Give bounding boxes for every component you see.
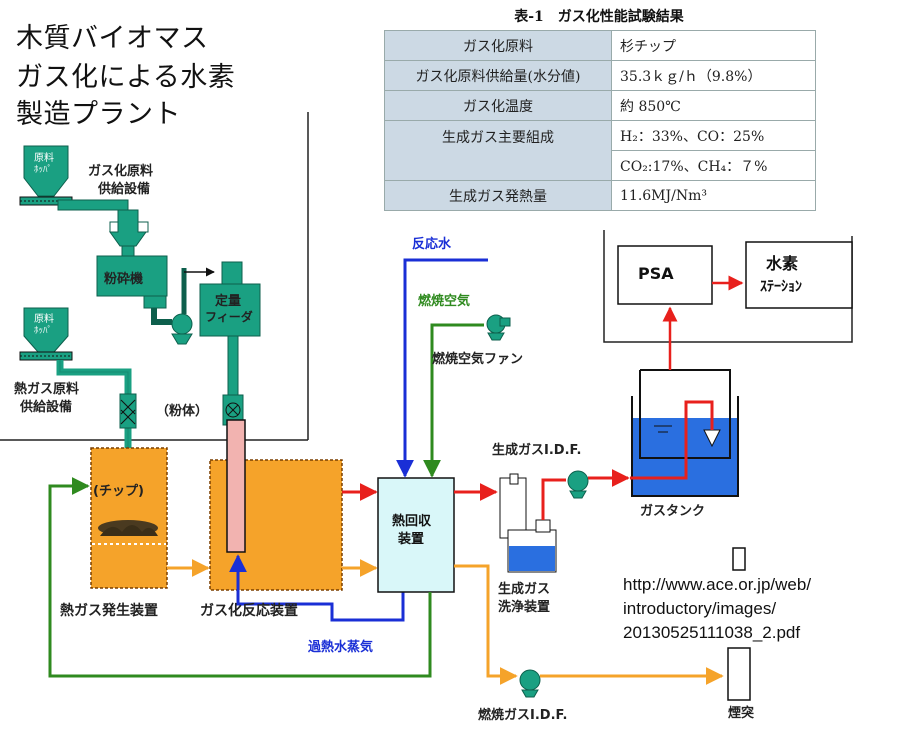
scrubber-label-2: 洗浄装置 [498,600,551,615]
combustion-air-label: 燃焼空気 [418,294,471,309]
hopper-1 [19,145,73,206]
hot-gas-supply-label-1: 熱ガス原料 [14,382,80,397]
table-key: 生成ガス発熱量 [384,180,612,211]
crusher-outlet [143,295,167,309]
source-url-line: introductory/images/ [623,599,777,618]
performance-table: ガス化原料 杉チップ ガス化原料供給量(水分値) 35.3ｋｇ/ｈ（9.8%） … [384,30,816,211]
reaction-water-label: 反応水 [412,237,452,252]
hopper-2 [19,307,73,361]
reaction-water-line [396,258,488,478]
table-key: ガス化原料 [384,30,612,61]
gas-tank-label: ガスタンク [640,504,706,519]
psa-label: PSA [638,264,674,283]
powder-label: （粉体） [156,404,209,419]
hot-gas-feed-valve [119,393,137,429]
table-caption: 表-1 ガス化性能試験結果 [514,9,684,25]
table-value: 35.3ｋｇ/ｈ（9.8%） [611,60,816,91]
table-row: 生成ガス主要組成 H₂：33%、CO：25% [384,120,816,181]
hot-gas-generator [90,447,168,589]
table-value: CO₂:17%、CH₄：７% [611,150,816,181]
table-row: ガス化温度 約 850℃ [384,90,816,121]
psa-box [617,245,713,305]
crusher-label: 粉砕機 [104,272,144,287]
title-line-1: 木質バイオマス [16,23,209,54]
crusher-inlet [109,209,147,247]
hydrogen-station-label-1: 水素 [766,254,799,273]
feed-supply-label-2: 供給設備 [98,182,151,197]
table-value: H₂：33%、CO：25% [611,120,816,151]
flue-gas-line [454,564,518,685]
product-gas-idf-label: 生成ガスI.D.F. [492,443,582,458]
recycle-loop [48,477,432,678]
feeder-label-1: 定量 [215,294,242,309]
source-url: http://www.ace.or.jp/web/ introductory/i… [623,573,811,645]
table-key: ガス化温度 [384,90,612,121]
chip-label: (チップ) [93,484,144,499]
superheated-steam-line [229,554,405,622]
hot-gas-generator-label: 熱ガス発生装置 [60,603,158,619]
crusher-box [96,255,168,297]
flue-gas-idf-label: 燃焼ガスI.D.F. [478,708,568,723]
title-line-2: ガス化による水素 [16,62,236,93]
table-value: 11.6MJ/Nm³ [611,180,816,211]
hydrogen-station-label-2: ｽﾃｰｼｮﾝ [760,279,802,295]
gas-scrubber [499,473,557,573]
quantitative-feeder [199,261,261,426]
heat-recovery-label-1: 熱回収 [392,514,432,529]
chimney-label: 煙突 [728,706,755,721]
feed-conveyor-1 [57,199,129,211]
table-row: CO₂:17%、CH₄：７% [385,150,816,181]
hopper-2-label-1: 原料 [34,314,54,325]
combustion-air-fan [486,314,511,341]
table-value: 約 850℃ [611,90,816,121]
source-url-line: 20130525111038_2.pdf [623,623,801,642]
gasifier-label: ガス化反応装置 [200,603,298,619]
hopper-1-label-1: 原料 [34,153,54,164]
chimney [727,547,751,701]
source-url-line: http://www.ace.or.jp/web/ [623,575,812,594]
scrubber-outlet-line [541,478,566,520]
product-gas-idf [567,470,589,499]
table-key: 生成ガス主要組成 [384,120,612,181]
hopper-2-label-2: ﾎｯﾊﾟ [34,326,53,336]
crusher-to-blower-pipe [151,308,172,325]
superheated-steam-label: 過熱水蒸気 [308,640,374,655]
combustion-air-fan-label: 燃焼空気ファン [432,352,524,367]
heat-recovery-device [377,477,455,593]
scrubber-label-1: 生成ガス [498,582,551,597]
gas-tank [630,369,739,497]
hydrogen-station-box [745,241,853,309]
table-row: ガス化原料 杉チップ [384,30,816,61]
gasification-reactor [209,419,343,591]
combustion-air-line [423,323,484,478]
hot-gas-supply-label-2: 供給設備 [20,400,73,415]
table-value: 杉チップ [611,30,816,61]
table-key: ガス化原料供給量(水分値) [384,60,612,91]
feeder-label-2: フィーダ [205,310,253,324]
feed-supply-label-1: ガス化原料 [88,164,154,179]
flue-gas-idf [519,669,541,698]
heat-recovery-label-2: 装置 [398,532,425,547]
table-row: ガス化原料供給量(水分値) 35.3ｋｇ/ｈ（9.8%） [384,60,816,91]
title-line-3: 製造プラント [16,99,181,130]
powder-blower [171,267,215,345]
table-row: 生成ガス発熱量 11.6MJ/Nm³ [384,180,816,211]
hopper-1-label-2: ﾎｯﾊﾟ [34,165,53,175]
crusher-neck [121,245,135,257]
